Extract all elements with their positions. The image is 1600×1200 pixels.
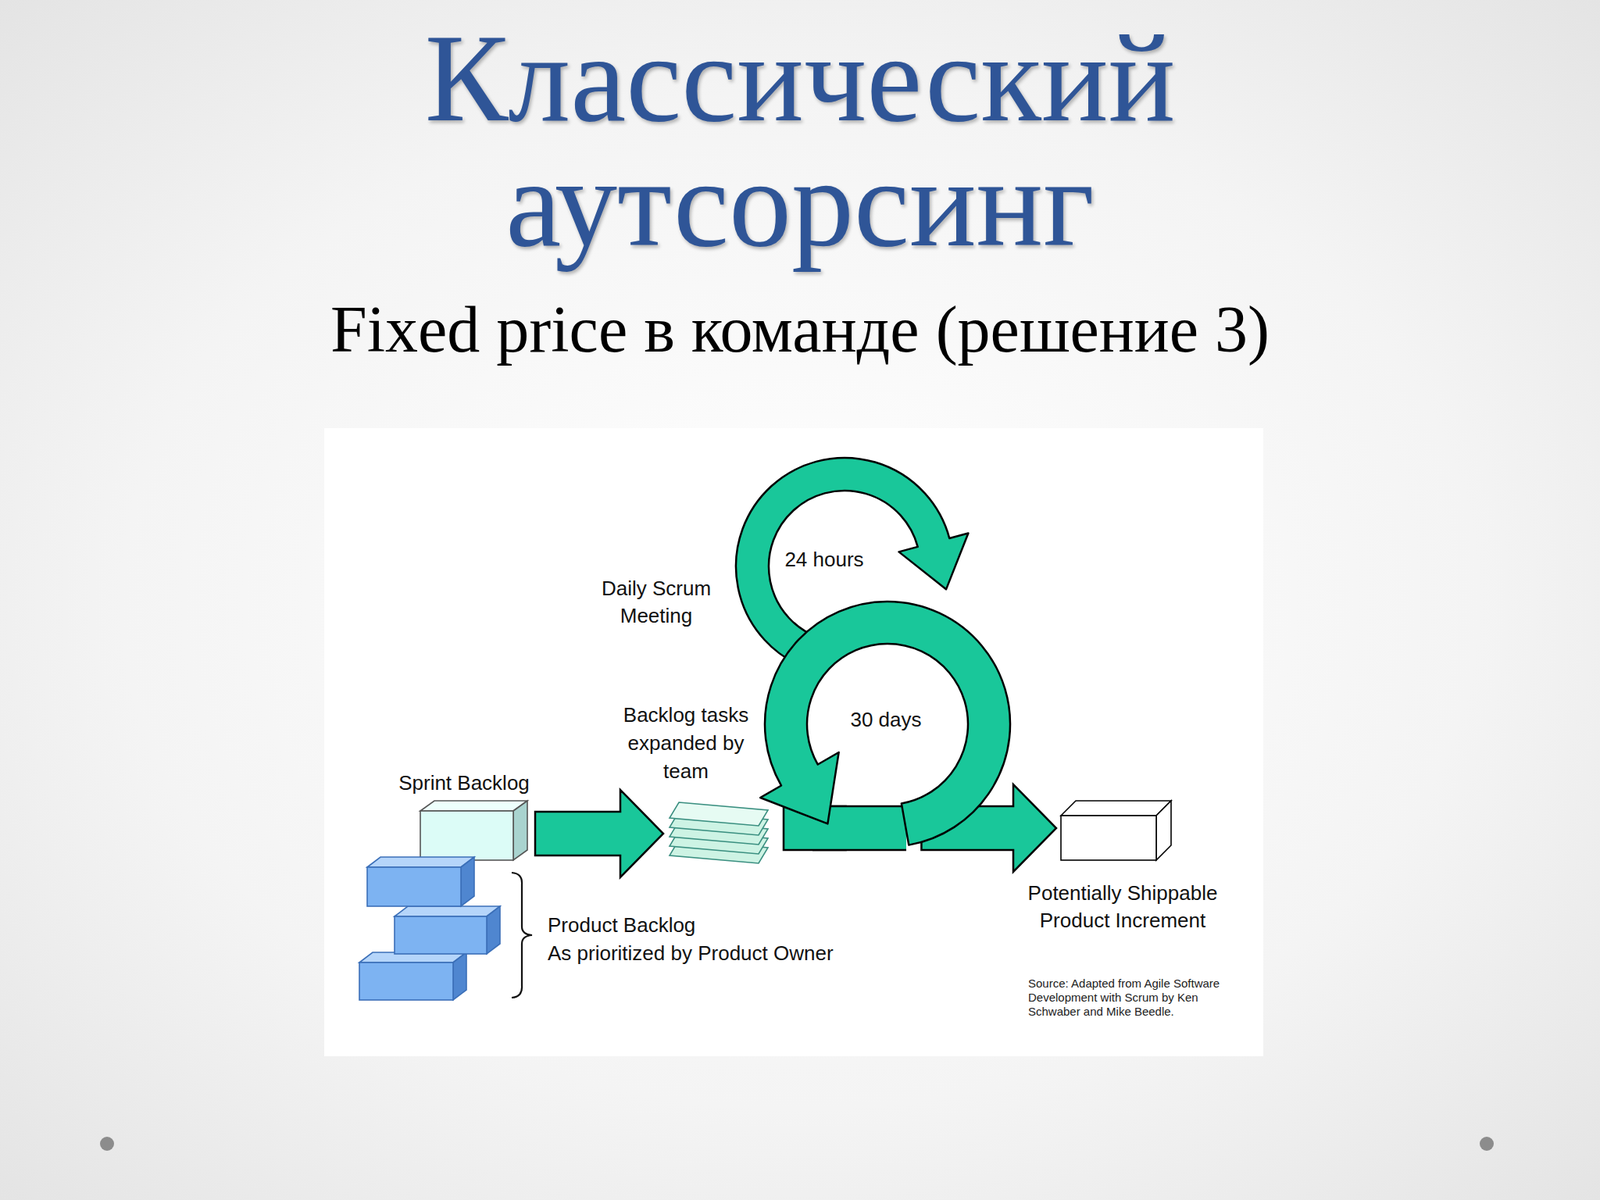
loop-base-edge [812,849,907,852]
node-shape [1060,800,1172,861]
box-top [420,800,528,811]
sprint-loop: 30 days [764,601,1011,847]
node-label: Daily Scrum Meeting [589,575,723,630]
box-side [460,857,475,907]
box-top [1060,800,1172,816]
source-note: Source: Adapted from Agile Software Deve… [1028,976,1251,1019]
box-side [513,800,528,861]
box-top [394,906,500,917]
slide-subtitle: Fixed price в команде (решение 3) [0,290,1600,369]
curly-bracket [511,872,533,998]
sprint-loop-arrow [760,601,1011,846]
node-sublabel: As prioritized by Product Owner [547,939,834,967]
backlog-block [394,906,500,954]
node-label: Backlog tasks expanded by team [614,700,759,786]
backlog-block [367,857,475,907]
picture-panel [324,428,1264,1057]
sprint-backlog: Sprint Backlog [420,800,528,861]
node-shape [359,857,500,1003]
box-front [367,867,461,907]
box-front [394,916,487,954]
increment-box [1060,800,1172,861]
box-side [486,906,500,954]
node-sublabel: 24 hours [784,546,864,574]
slide-title: Классический аутсорсинг [331,15,1269,266]
slide-dot [1479,1136,1494,1151]
node-label: Product Backlog [547,911,696,939]
backlog-block [359,952,467,1000]
sprint-backlog-box [420,800,528,861]
product-increment: Potentially Shippable Product Increment [1060,800,1172,861]
box-top [367,857,475,868]
node-shape [667,796,776,868]
box-front [420,810,514,861]
task-sheet [669,802,768,826]
box-front [1060,815,1157,861]
node-label: Sprint Backlog [398,771,530,795]
box-front [359,962,454,1000]
box-side [1156,800,1172,861]
node-shape [420,800,528,861]
backlog-tasks: Backlog tasks expanded by team [667,796,776,868]
slide-dot [100,1136,115,1151]
product-backlog: Product BacklogAs prioritized by Product… [359,857,500,1003]
flow-arrow [535,789,664,878]
node-label: 30 days [850,706,922,734]
box-side [453,952,467,1000]
node-label: Potentially Shippable Product Increment [1005,879,1240,935]
